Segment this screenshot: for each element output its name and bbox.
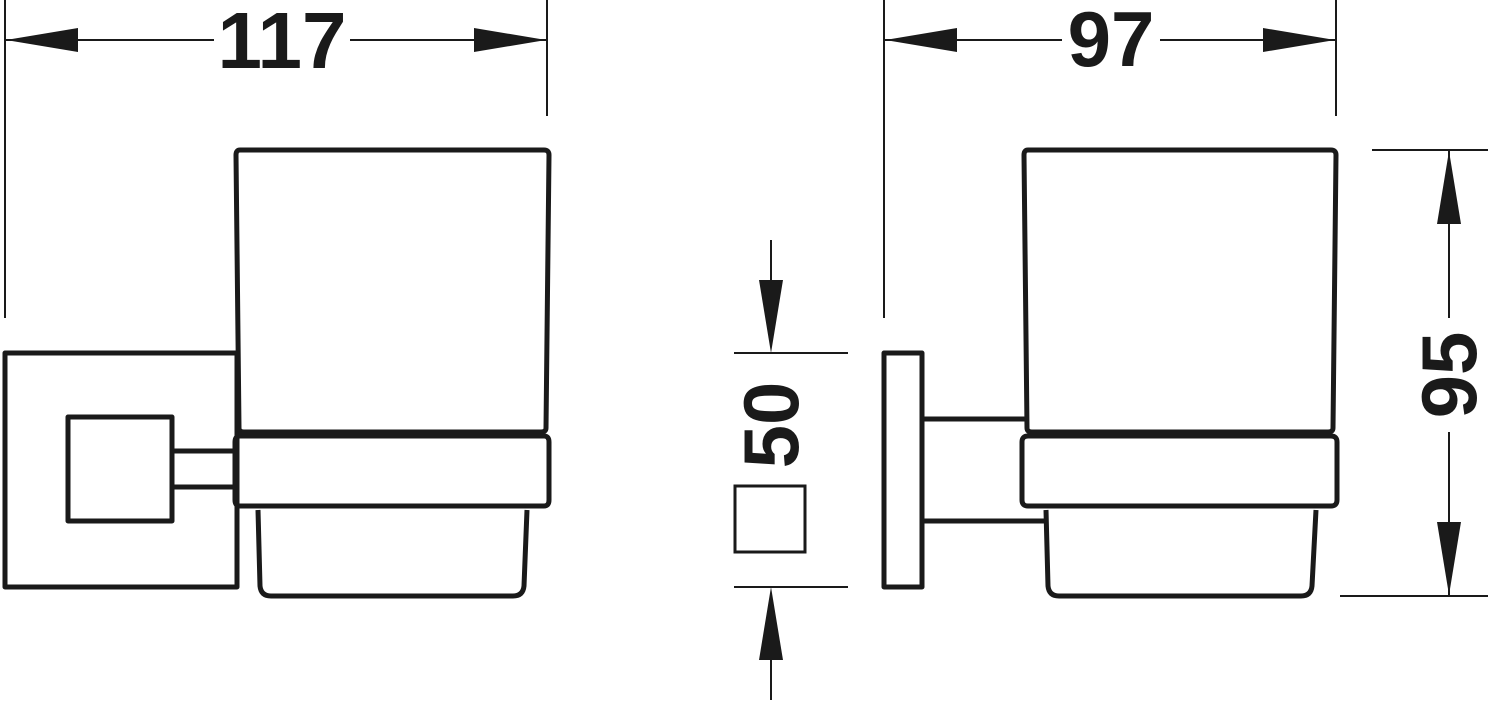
mount-square-label: 50 — [727, 382, 815, 469]
front-view: 117 — [2, 0, 552, 599]
front-mount-boss — [65, 414, 175, 524]
front-width-label: 117 — [217, 0, 346, 85]
front-wall-plate — [2, 350, 240, 590]
front-tumbler-base — [255, 509, 530, 599]
side-wall-plate — [881, 350, 925, 590]
square-outline-icon — [733, 484, 807, 554]
side-depth-arrow-right — [1263, 28, 1335, 52]
mount-arrow-top — [759, 280, 783, 353]
side-view: 97 95 — [881, 0, 1488, 599]
front-tumbler — [233, 147, 552, 435]
side-tumbler — [1021, 147, 1339, 435]
side-height-arrow-bottom — [1437, 522, 1461, 595]
side-depth-label: 97 — [1068, 0, 1155, 83]
mount-arrow-bottom — [759, 587, 783, 660]
front-width-arrow-right — [474, 28, 546, 52]
front-holder-ring — [232, 433, 552, 509]
side-height-arrow-top — [1437, 151, 1461, 224]
mount-dimension: 50 — [727, 240, 848, 700]
side-height-label: 95 — [1405, 332, 1488, 419]
front-arm — [172, 448, 237, 490]
side-depth-arrow-left — [885, 28, 957, 52]
front-width-arrow-left — [6, 28, 78, 52]
side-arm — [922, 416, 1046, 524]
side-holder-ring — [1019, 433, 1340, 509]
side-tumbler-base — [1043, 509, 1319, 599]
